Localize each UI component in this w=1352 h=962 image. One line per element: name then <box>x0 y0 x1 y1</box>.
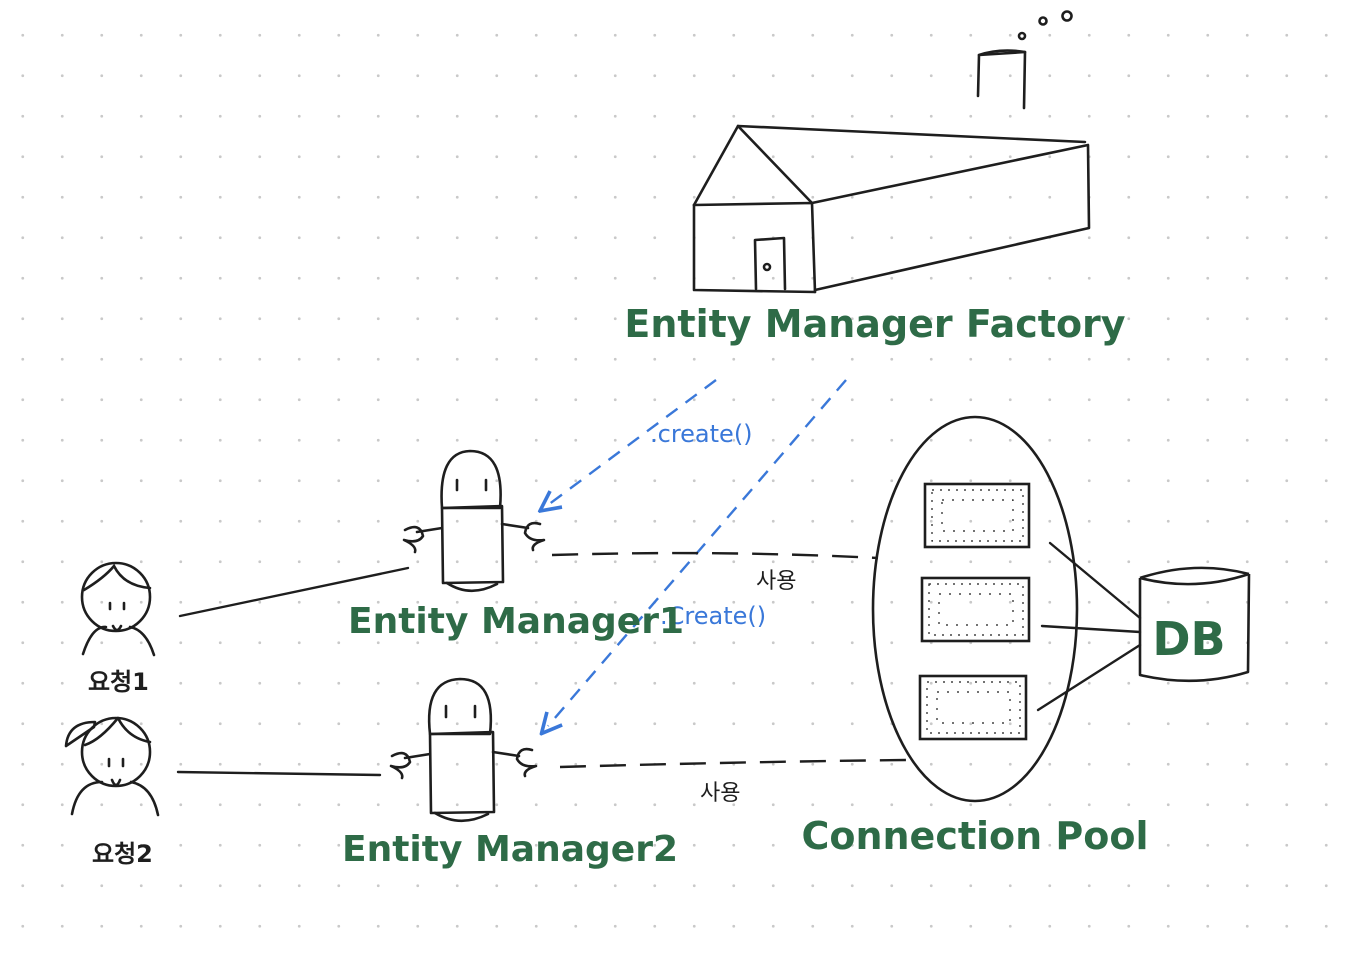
use-line-1 <box>551 551 879 560</box>
connection-3-icon <box>918 674 1028 741</box>
create-arrow-1 <box>548 379 717 505</box>
entity-manager-2-label: Entity Manager2 <box>342 829 678 870</box>
request-1-line <box>178 566 410 618</box>
request-1-label: 요청1 <box>88 668 149 696</box>
connection-pool-group <box>871 415 1079 803</box>
db-connection-lines <box>1036 541 1142 712</box>
connection-pool-ellipse <box>871 415 1079 803</box>
entity-manager-1-label: Entity Manager1 <box>348 601 684 642</box>
request-2-person-icon <box>64 716 160 817</box>
connection-1-icon <box>923 482 1031 549</box>
create-label-1: .create() <box>650 420 753 448</box>
use-line-2 <box>559 758 907 769</box>
entity-manager-2-robot-icon <box>389 677 538 823</box>
use-label-1: 사용 <box>756 569 796 594</box>
use-label-2: 사용 <box>700 781 740 806</box>
db-cylinder-icon <box>1138 566 1251 683</box>
connection-2-icon <box>920 576 1031 643</box>
request-lines <box>176 566 410 777</box>
request-2-label: 요청2 <box>92 840 153 868</box>
connection-pool-label: Connection Pool <box>801 814 1148 858</box>
use-lines <box>551 551 907 769</box>
db-label: DB <box>1152 612 1225 666</box>
factory-icon <box>692 10 1091 294</box>
request-2-line <box>176 770 382 777</box>
request-1-person-icon <box>80 561 156 657</box>
create-label-2: .Create() <box>660 602 766 630</box>
entity-manager-1-robot-icon <box>402 449 546 593</box>
factory-label: Entity Manager Factory <box>624 302 1125 346</box>
